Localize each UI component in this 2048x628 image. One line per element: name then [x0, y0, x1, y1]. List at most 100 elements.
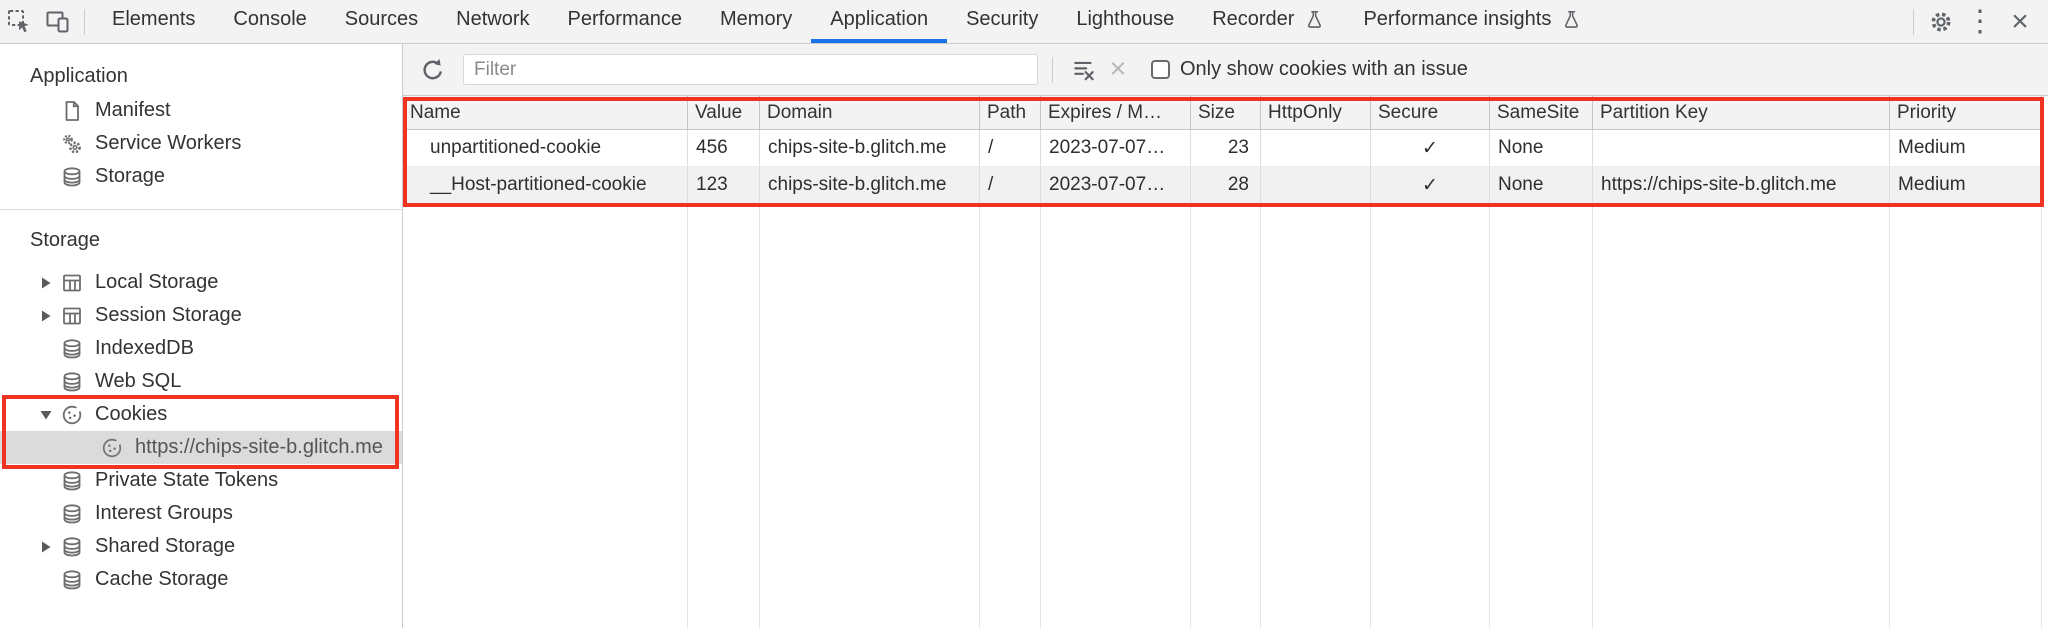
close-devtools-button[interactable]: ×	[2000, 2, 2040, 42]
column-header-priority[interactable]: Priority	[1890, 96, 2042, 130]
cell-path[interactable]: /	[980, 130, 1041, 167]
cell-expires[interactable]: 2023-07-07…	[1041, 167, 1191, 204]
cookie-table-area: Name Value Domain Path Expires / M… Size…	[403, 96, 2048, 628]
database-icon	[63, 503, 81, 523]
filter-input[interactable]	[463, 54, 1038, 85]
cell-path[interactable]: /	[980, 167, 1041, 204]
cell-domain[interactable]: chips-site-b.glitch.me	[760, 130, 980, 167]
column-header-partition-key[interactable]: Partition Key	[1593, 96, 1890, 130]
column-header-secure[interactable]: Secure	[1371, 96, 1490, 130]
refresh-icon	[423, 58, 443, 79]
delete-selected-button[interactable]: ×	[1101, 53, 1135, 87]
cell-size[interactable]: 23	[1191, 130, 1261, 167]
database-icon	[63, 371, 81, 391]
cell-value[interactable]: 123	[688, 167, 760, 204]
cell-priority[interactable]: Medium	[1890, 130, 2042, 167]
sidebar-item-storage[interactable]: Storage	[0, 160, 402, 193]
column-header-expires[interactable]: Expires / M…	[1041, 96, 1191, 130]
clear-all-cookies-button[interactable]	[1067, 53, 1101, 87]
column-header-size[interactable]: Size	[1191, 96, 1261, 130]
tab-performance[interactable]: Performance	[567, 8, 683, 30]
tab-performance-insights[interactable]: Performance insights	[1344, 0, 1601, 43]
grid-filler-column	[1490, 204, 1593, 628]
cookies-panel: × Only show cookies with an issue Name V…	[403, 44, 2048, 628]
cell-partition-key[interactable]: https://chips-site-b.glitch.me	[1593, 167, 1890, 204]
delete-icon: ×	[1109, 53, 1127, 85]
settings-button[interactable]	[1922, 9, 1960, 35]
inspect-cursor-icon	[7, 10, 29, 33]
tab-network[interactable]: Network	[456, 8, 530, 30]
database-icon	[63, 338, 81, 358]
refresh-button[interactable]	[417, 54, 449, 86]
issue-filter-checkbox[interactable]	[1151, 60, 1170, 79]
grid-filler-column	[1371, 204, 1490, 628]
file-icon	[65, 100, 79, 121]
tab-security[interactable]: Security	[966, 8, 1039, 30]
cookie-icon	[102, 438, 122, 457]
cell-samesite[interactable]: None	[1490, 167, 1593, 204]
issue-filter-checkbox-label[interactable]: Only show cookies with an issue	[1180, 58, 1468, 80]
cell-expires[interactable]: 2023-07-07…	[1041, 130, 1191, 167]
column-header-value[interactable]: Value	[688, 96, 760, 130]
column-header-name[interactable]: Name	[403, 96, 688, 130]
sidebar-item-web-sql[interactable]: Web SQL	[0, 365, 402, 398]
grid-filler-column	[688, 204, 760, 628]
tab-recorder[interactable]: Recorder	[1193, 0, 1344, 43]
column-header-path[interactable]: Path	[980, 96, 1041, 130]
tab-sources[interactable]: Sources	[344, 8, 419, 30]
sidebar-item-private-state-tokens[interactable]: Private State Tokens	[0, 464, 402, 497]
sidebar-section-application: Application	[30, 64, 128, 87]
sidebar-item-service-workers[interactable]: Service Workers	[0, 127, 402, 160]
cell-value[interactable]: 456	[688, 130, 760, 167]
experiment-flask-icon	[1308, 10, 1322, 28]
sidebar-item-indexeddb[interactable]: IndexedDB	[0, 332, 402, 365]
column-header-domain[interactable]: Domain	[760, 96, 980, 130]
gear-icon	[1931, 12, 1951, 31]
grid-filler-column	[760, 204, 980, 628]
sidebar-item-local-storage[interactable]: Local Storage	[0, 266, 402, 299]
sidebar-item-shared-storage[interactable]: Shared Storage	[0, 530, 402, 563]
toggle-device-toolbar-button[interactable]	[38, 0, 76, 43]
cell-httponly[interactable]	[1261, 167, 1371, 204]
cell-name[interactable]: __Host-partitioned-cookie	[403, 167, 688, 204]
database-icon	[63, 166, 81, 186]
device-toolbar-icon	[46, 11, 68, 33]
cell-secure[interactable]: ✓	[1371, 130, 1490, 167]
tab-lighthouse[interactable]: Lighthouse	[1076, 8, 1175, 30]
cell-httponly[interactable]	[1261, 130, 1371, 167]
cell-partition-key[interactable]	[1593, 130, 1890, 167]
inspect-element-button[interactable]	[0, 0, 38, 43]
devtools-tab-bar: Elements Console Sources Network Perform…	[0, 0, 2048, 44]
grid-filler-column	[1593, 204, 1890, 628]
experiment-flask-icon	[1565, 10, 1579, 28]
cell-name[interactable]: unpartitioned-cookie	[403, 130, 688, 167]
cell-secure[interactable]: ✓	[1371, 167, 1490, 204]
chevron-right-icon	[42, 541, 51, 552]
sidebar-item-cookies[interactable]: Cookies	[0, 398, 402, 431]
sidebar-item-cookies-origin[interactable]: https://chips-site-b.glitch.me	[0, 431, 402, 464]
tab-console[interactable]: Console	[233, 8, 307, 30]
grid-filler-column	[1041, 204, 1191, 628]
grid-filler-column	[1261, 204, 1371, 628]
cell-priority[interactable]: Medium	[1890, 167, 2042, 204]
sidebar-item-session-storage[interactable]: Session Storage	[0, 299, 402, 332]
column-header-samesite[interactable]: SameSite	[1490, 96, 1593, 130]
toolbar-separator	[1052, 56, 1053, 83]
tab-memory[interactable]: Memory	[720, 8, 793, 30]
column-header-httponly[interactable]: HttpOnly	[1261, 96, 1371, 130]
tabbar-separator	[1913, 8, 1914, 35]
cell-size[interactable]: 28	[1191, 167, 1261, 204]
database-icon	[63, 470, 81, 490]
cell-domain[interactable]: chips-site-b.glitch.me	[760, 167, 980, 204]
tab-elements[interactable]: Elements	[112, 8, 196, 30]
table-icon	[63, 274, 81, 291]
cell-samesite[interactable]: None	[1490, 130, 1593, 167]
grid-filler-column	[980, 204, 1041, 628]
more-options-button[interactable]: ⋮	[1960, 2, 2000, 42]
more-icon: ⋮	[1965, 4, 1995, 38]
tab-application[interactable]: Application	[811, 0, 948, 43]
sidebar-item-interest-groups[interactable]: Interest Groups	[0, 497, 402, 530]
sidebar-item-manifest[interactable]: Manifest	[0, 94, 402, 127]
sidebar-divider	[0, 209, 402, 210]
sidebar-item-cache-storage[interactable]: Cache Storage	[0, 563, 402, 596]
